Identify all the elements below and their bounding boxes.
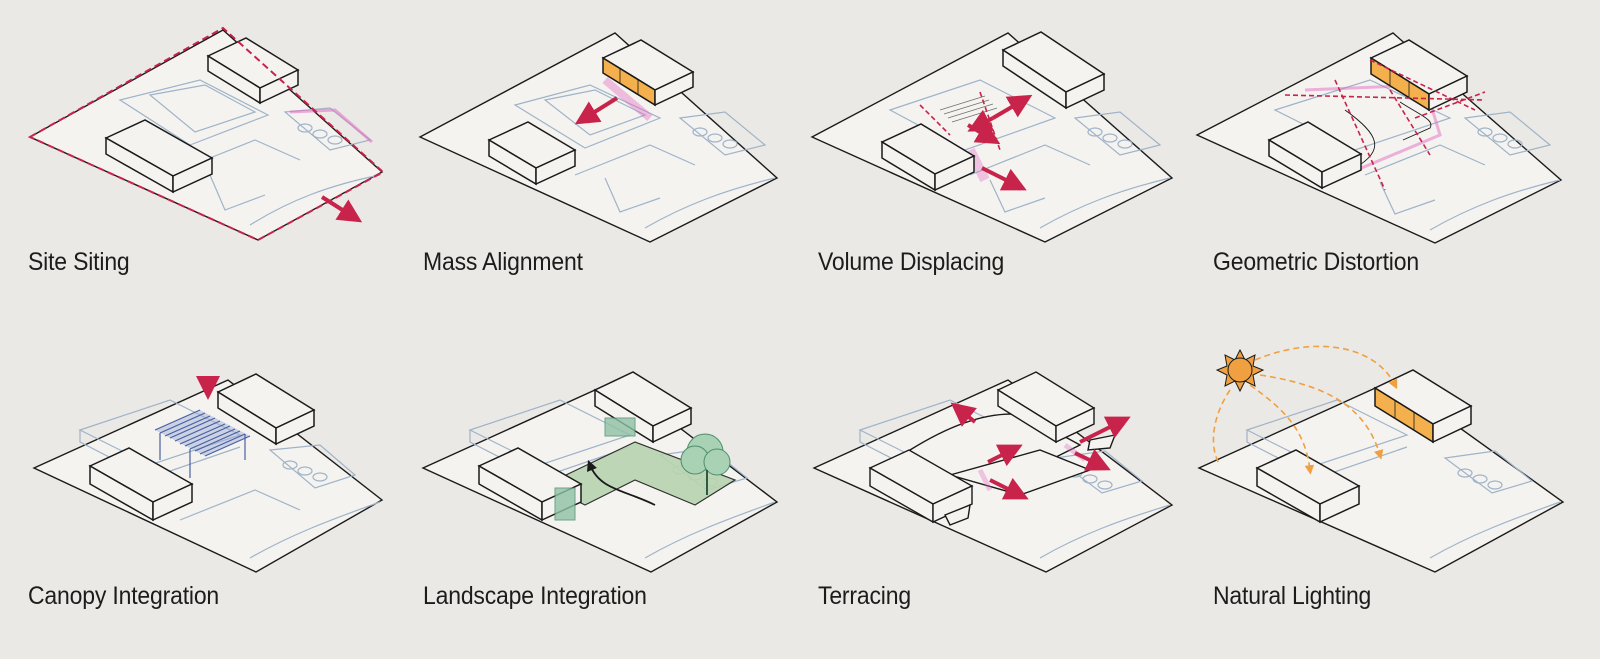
caption-terracing: Terracing	[818, 582, 911, 610]
diagram-geometric-distortion: Geometric Distortion	[1185, 0, 1585, 329]
diagram-site-siting: Site Siting	[0, 0, 400, 329]
caption-mass-alignment: Mass Alignment	[423, 248, 583, 276]
natural-lighting-drawing	[1197, 345, 1565, 573]
diagram-mass-alignment: Mass Alignment	[395, 0, 795, 329]
caption-volume-displacing: Volume Displacing	[818, 248, 1005, 276]
diagram-landscape-integration: Landscape Integration	[395, 330, 795, 659]
caption-canopy-integration: Canopy Integration	[28, 582, 220, 610]
terracing-drawing	[812, 371, 1174, 573]
sun-icon	[1215, 348, 1265, 393]
caption-geometric-distortion: Geometric Distortion	[1213, 248, 1419, 276]
diagram-volume-displacing: Volume Displacing	[790, 0, 1190, 329]
canopy-integration-drawing	[32, 340, 384, 573]
volume-displacing-drawing	[810, 31, 1174, 243]
geometric-distortion-drawing	[1195, 32, 1563, 244]
diagram-terracing: Terracing	[790, 330, 1190, 659]
site-siting-drawing	[27, 26, 385, 242]
diagram-canopy-integration: Canopy Integration	[0, 330, 400, 659]
caption-natural-lighting: Natural Lighting	[1213, 582, 1372, 610]
diagram-natural-lighting: Natural Lighting	[1185, 330, 1585, 659]
caption-site-siting: Site Siting	[28, 248, 130, 276]
landscape-integration-drawing	[421, 371, 779, 573]
caption-landscape-integration: Landscape Integration	[423, 582, 647, 610]
mass-alignment-drawing	[418, 32, 779, 243]
